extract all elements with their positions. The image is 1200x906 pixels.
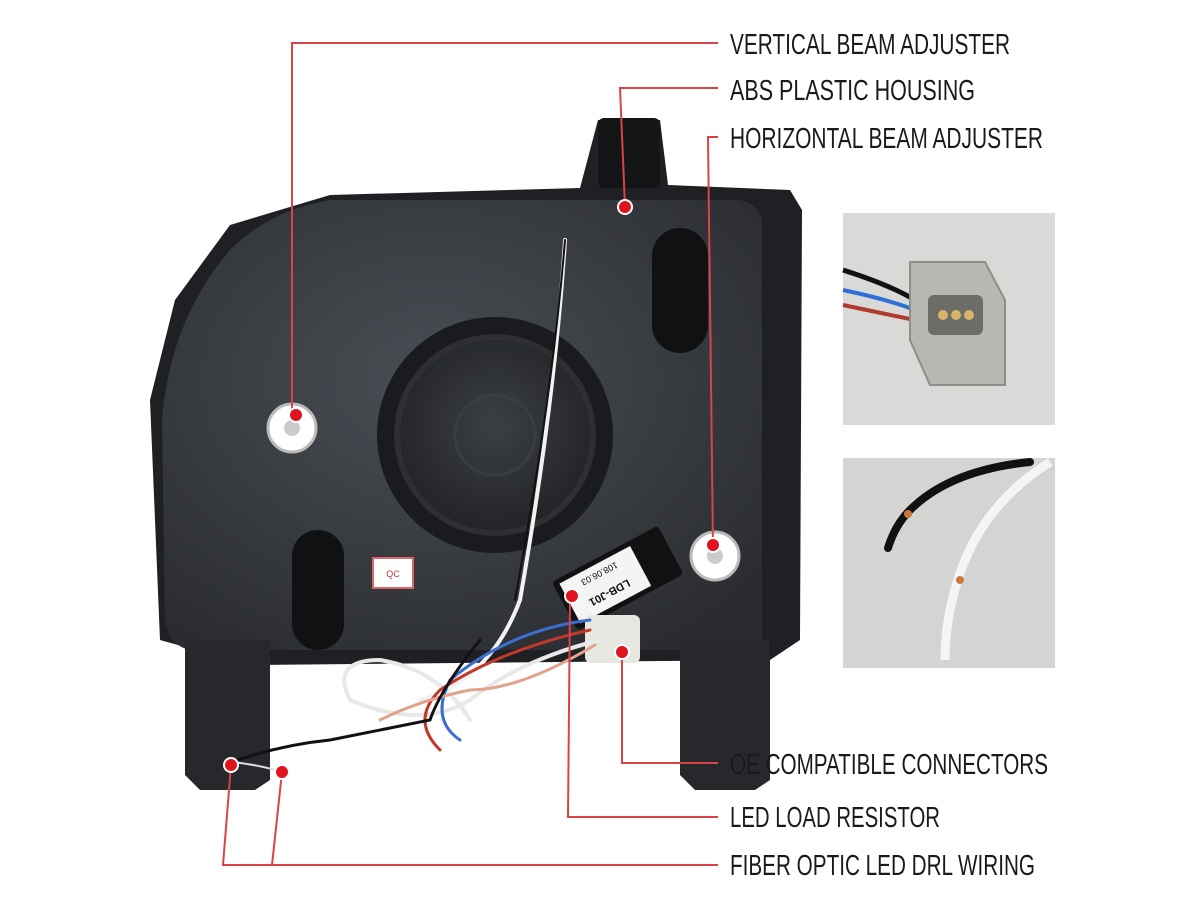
marker-led-load-resistor	[564, 588, 580, 604]
marker-oe-compatible-connectors	[614, 644, 630, 660]
marker-abs-plastic-housing	[617, 199, 633, 215]
marker-fiber-optic-wiring-2	[274, 764, 290, 780]
mounting-tab	[598, 118, 660, 188]
label-led-load-resistor: LED LOAD RESISTOR	[730, 802, 940, 834]
marker-vertical-beam-adjuster	[288, 407, 304, 423]
marker-fiber-optic-wiring-1	[223, 757, 239, 773]
callout-lines	[221, 42, 718, 866]
marker-horizontal-beam-adjuster	[705, 537, 721, 553]
oe-connector-plug	[585, 615, 640, 663]
callout-dots	[223, 199, 721, 780]
inset-photo-connector	[842, 213, 1055, 425]
label-fiber-optic-led-drl-wiring: FIBER OPTIC LED DRL WIRING	[730, 850, 1035, 882]
headlight-housing: QC LDB-J01 108.06.03	[150, 118, 802, 790]
qc-sticker: QC	[372, 557, 414, 589]
inset-photo-fiber-wire	[843, 458, 1055, 668]
label-oe-compatible-connectors: OE COMPATIBLE CONNECTORS	[730, 749, 1048, 781]
label-horizontal-beam-adjuster: HORIZONTAL BEAM ADJUSTER	[730, 123, 1043, 155]
label-vertical-beam-adjuster: VERTICAL BEAM ADJUSTER	[730, 29, 1010, 61]
led-load-resistor-module: LDB-J01 108.06.03	[553, 527, 683, 630]
mounting-leg-left	[185, 640, 270, 790]
label-abs-plastic-housing: ABS PLASTIC HOUSING	[730, 75, 975, 107]
wiring-harness	[230, 238, 602, 773]
qc-sticker-text: QC	[386, 569, 400, 579]
mounting-leg-right	[680, 640, 770, 790]
horizontal-beam-adjuster-knob	[689, 530, 741, 582]
